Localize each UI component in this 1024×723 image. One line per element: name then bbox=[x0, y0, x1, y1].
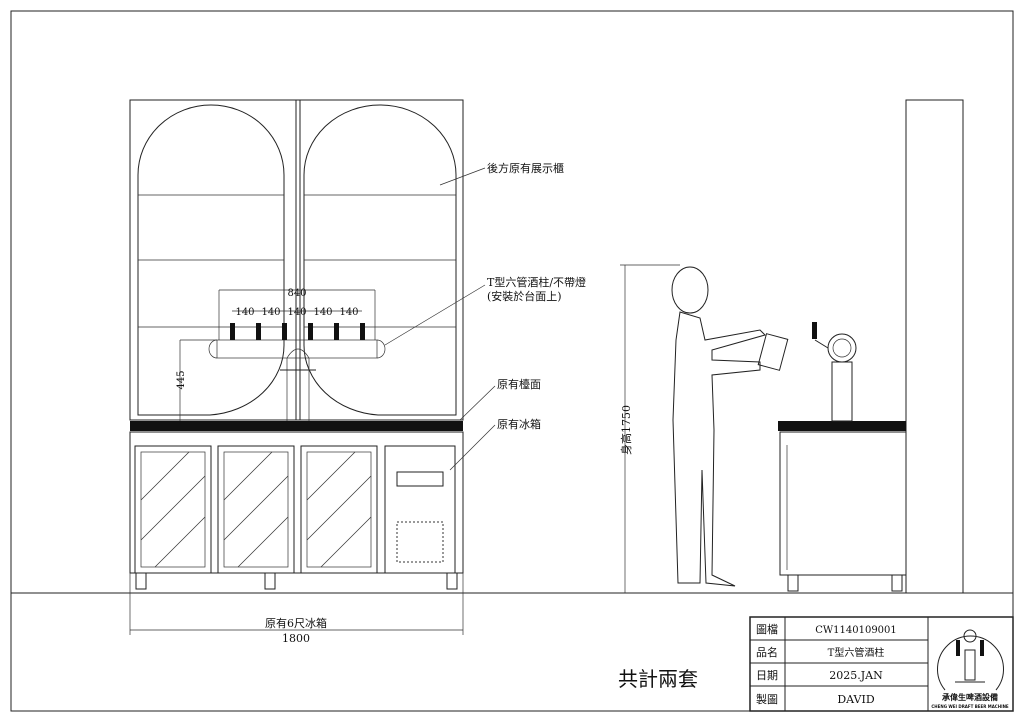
overall-width-dimension: 原有6尺冰箱 1800 bbox=[129, 573, 464, 645]
drafter-name: DAVID bbox=[837, 693, 875, 706]
beer-tower-side bbox=[812, 322, 857, 422]
fridge-size-label: 原有6尺冰箱 bbox=[265, 616, 327, 630]
company-logo: 承偉生啤酒設備 CHENG WEI DRAFT BEER MACHINE bbox=[931, 629, 1009, 709]
title-label: 製圖 bbox=[756, 692, 778, 706]
drawing-number: CW1140109001 bbox=[815, 625, 897, 636]
tap-spacing-dim: 140 bbox=[339, 307, 358, 318]
person-height-dim: 身高1750 bbox=[619, 405, 633, 455]
fridge-front bbox=[129, 431, 464, 590]
fridge-label: 原有冰箱 bbox=[497, 417, 541, 431]
overall-width-dim: 1800 bbox=[282, 632, 310, 645]
tower-label: T型六管酒柱/不帶燈 bbox=[487, 275, 586, 289]
display-cabinet-label: 後方原有展示櫃 bbox=[487, 161, 564, 175]
tap-spacing-dim: 140 bbox=[235, 307, 254, 318]
total-sets-label: 共計兩套 bbox=[618, 667, 698, 691]
title-label: 日期 bbox=[756, 669, 778, 682]
countertop bbox=[130, 421, 463, 431]
tower-install-label: (安裝於台面上) bbox=[487, 289, 562, 303]
logo-name: 承偉生啤酒設備 bbox=[942, 692, 998, 702]
tap-spacing-dim: 140 bbox=[287, 307, 306, 318]
logo-subtitle: CHENG WEI DRAFT BEER MACHINE bbox=[931, 704, 1009, 709]
beer-tower-front bbox=[208, 323, 386, 421]
tap-span-dim: 840 bbox=[287, 288, 306, 299]
title-label: 圖檔 bbox=[756, 622, 778, 636]
tap-height-dim: 445 bbox=[176, 370, 187, 389]
person-height-dimension: 身高1750 bbox=[619, 264, 680, 593]
tap-dimensions: 840 140 140 140 140 140 445 bbox=[176, 288, 376, 421]
drawing-date: 2025.JAN bbox=[829, 669, 883, 682]
wall-cabinet-side bbox=[905, 99, 964, 594]
fridge-side bbox=[779, 431, 907, 592]
title-block: 圖檔 CW1140109001 品名 T型六管酒柱 日期 2025.JAN 製圖… bbox=[749, 616, 1014, 712]
tap-spacing-dim: 140 bbox=[313, 307, 332, 318]
countertop-side bbox=[778, 421, 906, 431]
tap-spacing-dim: 140 bbox=[261, 307, 280, 318]
product-name: T型六管酒柱 bbox=[828, 646, 885, 659]
person-figure bbox=[671, 266, 789, 587]
countertop-label: 原有檯面 bbox=[497, 377, 541, 391]
sheet-border bbox=[10, 10, 1014, 712]
title-label: 品名 bbox=[756, 645, 778, 659]
